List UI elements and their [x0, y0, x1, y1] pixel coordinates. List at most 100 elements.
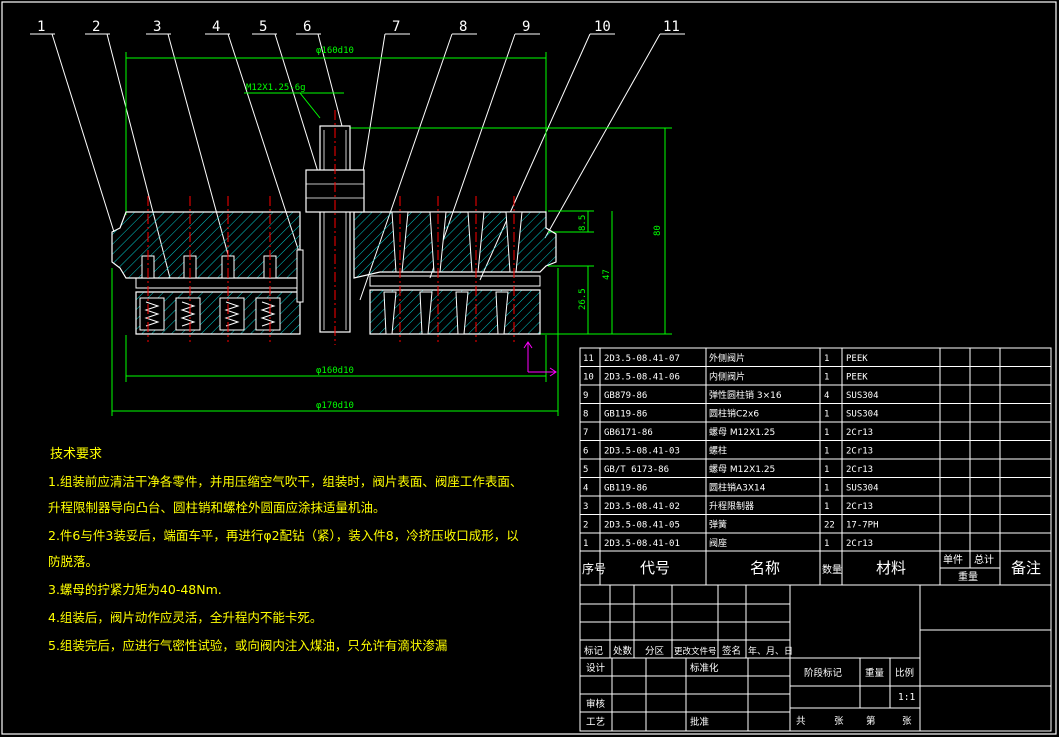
bom-cell-mat: SUS304	[846, 484, 879, 494]
tb-approve: 批准	[690, 716, 710, 728]
callout-10: 10	[594, 19, 611, 35]
bom-cell-qty: 1	[824, 465, 829, 475]
dim-height-low: 26.5	[578, 288, 588, 310]
bom-cell-qty: 1	[824, 484, 829, 494]
bom-cell-no: 4	[583, 484, 588, 494]
valve-section	[111, 110, 557, 377]
tech-title: 技术要求	[50, 447, 102, 462]
bom-cell-name: 内侧阀片	[709, 371, 745, 383]
tech-line-7: 5.组装完后，应进行气密性试验，或向阀内注入煤油，只允许有滴状渗漏	[48, 638, 447, 653]
bom-cell-code: 2D3.5-08.41-07	[604, 354, 680, 364]
dim-height-mid: 47	[602, 269, 612, 280]
tb-page: 第	[866, 715, 876, 727]
bom-cell-no: 1	[583, 539, 588, 549]
bom-header-no: 序号	[582, 561, 606, 576]
centerlines	[147, 110, 515, 345]
bom-cell-no: 8	[583, 410, 588, 420]
bom-cell-name: 弹性圆柱销 3×16	[709, 389, 782, 401]
bom-header-unit: 单件	[943, 554, 963, 566]
valve-plate-outer	[369, 275, 541, 287]
dim-height-total: 80	[653, 225, 663, 236]
bom-header-name: 名称	[750, 559, 780, 577]
callout-5: 5	[259, 19, 267, 35]
callout-4: 4	[212, 19, 220, 35]
tech-line-4: 防脱落。	[48, 554, 98, 569]
bom-cell-qty: 1	[824, 410, 829, 420]
bom-cell-mat: SUS304	[846, 410, 879, 420]
tb-weight: 重量	[865, 667, 885, 679]
bom-cell-no: 2	[583, 521, 588, 531]
bom-cell-qty: 1	[824, 354, 829, 364]
bom-cell-code: 2D3.5-08.41-06	[604, 373, 680, 383]
bom-table	[579, 347, 1052, 586]
bom-cell-code: GB6171-86	[604, 428, 653, 438]
pin	[296, 249, 304, 303]
title-block-text: 标记 处数 分区 更改文件号 签名 年、月、日 设计 标准化 审核 工艺 批准 …	[584, 645, 915, 728]
bom-cell-mat: 2Cr13	[846, 502, 873, 512]
bom-cell-code: 2D3.5-08.41-01	[604, 539, 680, 549]
callout-3: 3	[153, 19, 161, 35]
bom-header-mat: 材料	[876, 559, 906, 577]
bom-cell-name: 螺柱	[709, 445, 727, 457]
bom-header-qty: 数量	[822, 563, 842, 576]
tb-sheets: 张	[834, 716, 844, 727]
springs	[139, 297, 281, 331]
tb-date: 年、月、日	[748, 645, 793, 657]
bom-cell-name: 外侧阀片	[709, 352, 745, 364]
bom-cell-mat: 2Cr13	[846, 539, 873, 549]
callout-7: 7	[392, 19, 400, 35]
bom-cell-qty: 1	[824, 502, 829, 512]
stud-thread	[323, 130, 347, 330]
bom-cell-no: 5	[583, 465, 588, 475]
dimension-text: φ160d10 M12X1.25-6g 80 8.5 47 26.5 φ160d…	[246, 46, 663, 411]
bom-cell-qty: 1	[824, 428, 829, 438]
tb-count: 处数	[613, 645, 633, 657]
tb-page-unit: 张	[902, 716, 912, 727]
dim-overall-dia: φ170d10	[316, 401, 354, 411]
tech-requirements: 技术要求 1.组装前应清洁干净各零件，并用压缩空气吹干，组装时，阀片表面、阀座工…	[48, 447, 522, 653]
valve-plate-inner	[135, 277, 301, 289]
tb-total: 共	[796, 716, 806, 727]
tech-line-1: 1.组装前应清洁干净各零件，并用压缩空气吹干，组装时，阀片表面、阀座工作表面、	[48, 474, 522, 489]
tb-process: 工艺	[586, 717, 605, 728]
bom-cell-qty: 1	[824, 373, 829, 383]
bom-cell-qty: 4	[824, 391, 829, 401]
tb-scale: 比例	[895, 667, 914, 679]
bom-cell-name: 升程限制器	[709, 500, 754, 512]
bom-cell-mat: SUS304	[846, 391, 879, 401]
ucs-icon	[523, 341, 557, 377]
bom-cell-qty: 1	[824, 447, 829, 457]
bom-cell-mat: 17-7PH	[846, 521, 879, 531]
callout-11: 11	[663, 19, 680, 35]
tb-stage: 阶段标记	[804, 667, 843, 679]
bom-cell-name: 螺母 M12X1.25	[709, 427, 775, 438]
tb-sign: 签名	[722, 645, 741, 657]
bom-cell-no: 10	[583, 373, 594, 383]
bom-cell-no: 6	[583, 447, 588, 457]
bom-cell-mat: PEEK	[846, 373, 868, 383]
dim-bottom-dia: φ160d10	[316, 366, 354, 376]
callout-6: 6	[303, 19, 311, 35]
bom-cell-code: 2D3.5-08.41-02	[604, 502, 680, 512]
bom-cell-mat: 2Cr13	[846, 428, 873, 438]
bom-cell-code: 2D3.5-08.41-03	[604, 447, 680, 457]
bom-cell-code: GB119-86	[604, 410, 647, 420]
callout-labels: 1 2 3 4 5 6 7 8 9 10 11	[37, 19, 680, 35]
dim-height-top: 8.5	[578, 215, 588, 231]
bom-cell-mat: PEEK	[846, 354, 868, 364]
tech-line-6: 4.组装后，阀片动作应灵活，全升程内不能卡死。	[48, 610, 322, 625]
bom-cell-code: 2D3.5-08.41-05	[604, 521, 680, 531]
callout-1: 1	[37, 19, 45, 35]
tech-line-3: 2.件6与件3装妥后，端面车平，再进行φ2配钻（紧），装入件8，冷挤压收口成形，…	[48, 528, 519, 543]
bom-cell-name: 弹簧	[709, 519, 727, 531]
bom-cell-name: 螺母 M12X1.25	[709, 464, 775, 475]
bom-header-total: 总计	[974, 553, 994, 566]
bom-cell-no: 9	[583, 391, 588, 401]
bom-header-remark: 备注	[1011, 559, 1041, 577]
title-block	[579, 584, 1052, 732]
callout-8: 8	[459, 19, 467, 35]
tech-line-2: 升程限制器导向凸台、圆柱销和螺栓外圆面应涂抹适量机油。	[48, 500, 386, 515]
bom-cell-name: 圆柱销A3X14	[709, 482, 766, 494]
